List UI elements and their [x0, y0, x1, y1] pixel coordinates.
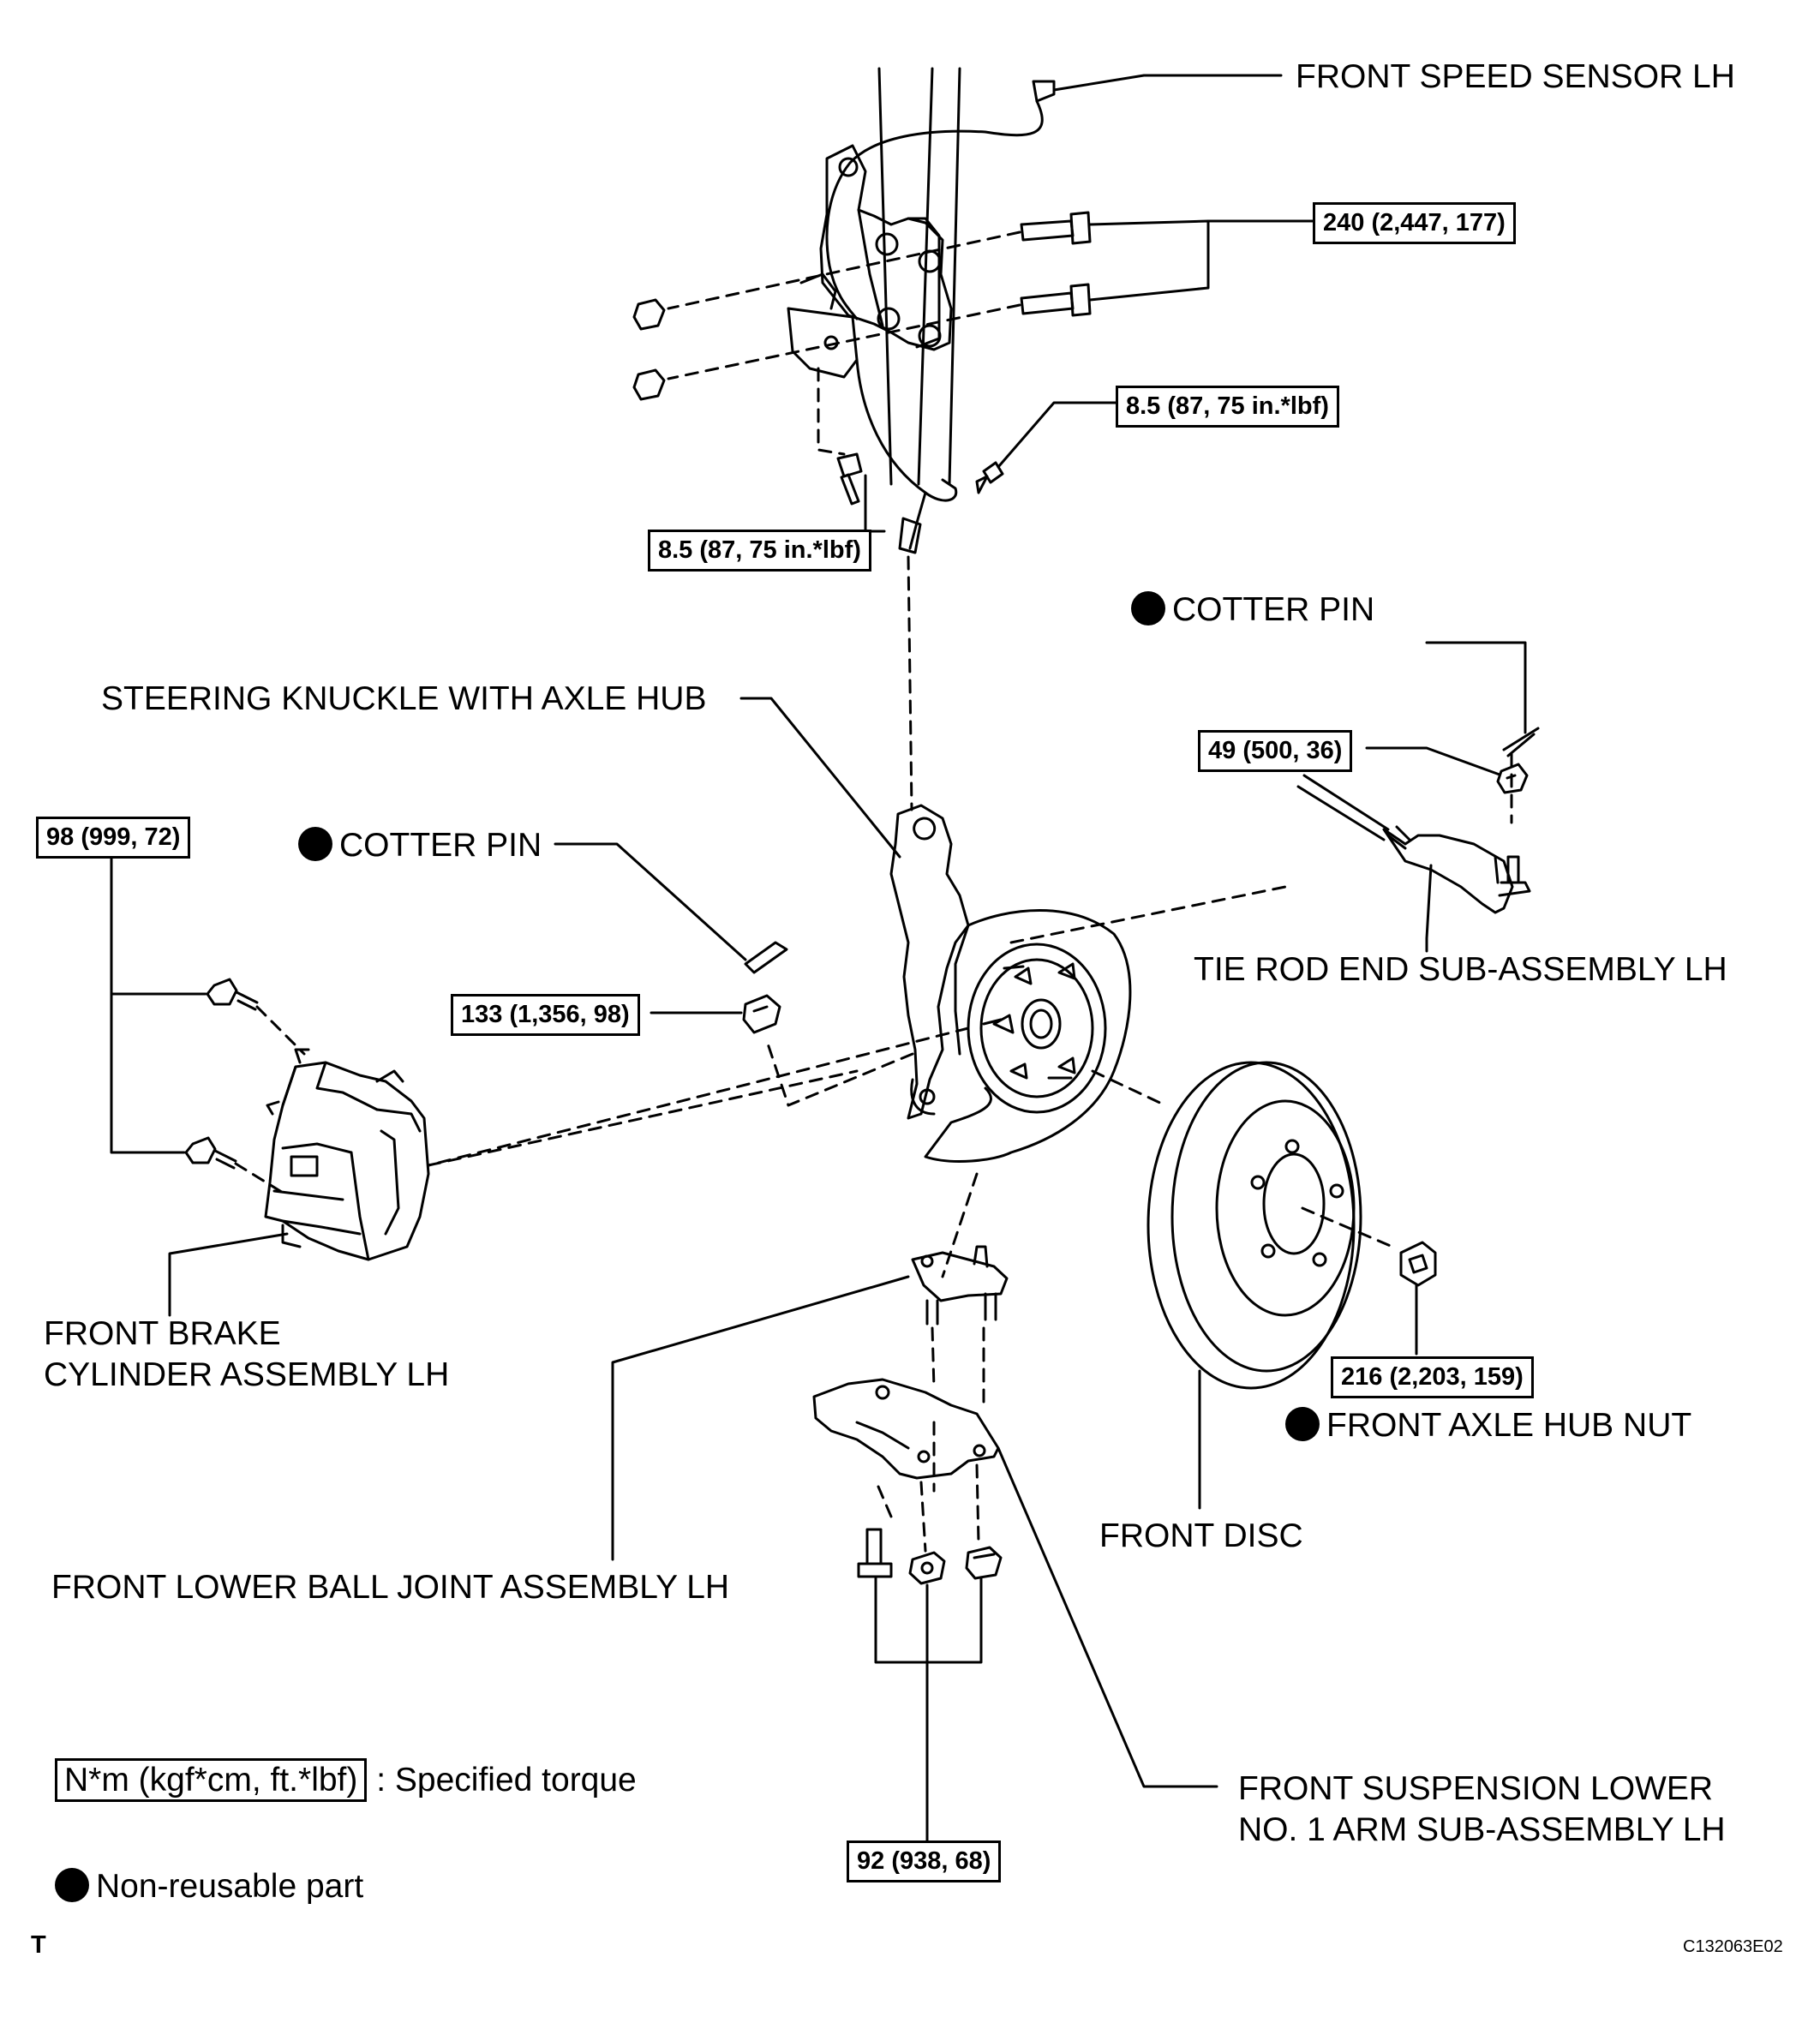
caliper-leader	[168, 1232, 289, 1317]
sensor-guides	[817, 367, 913, 811]
strut-bolt-guides	[667, 230, 1021, 380]
label-steering-knuckle: STEERING KNUCKLE WITH AXLE HUB	[101, 680, 707, 717]
torque-lower-arm-bolts: 92 (938, 68)	[847, 1840, 1002, 1882]
non-reusable-dot-icon	[298, 827, 332, 861]
lower-arm-drawing	[812, 1378, 1000, 1480]
strut-bolt-leader	[1088, 219, 1210, 302]
ball-joint-drawing	[911, 1245, 1009, 1326]
legend-non-reusable-text: Non-reusable part	[96, 1868, 364, 1905]
label-front-suspension-arm-2: NO. 1 ARM SUB-ASSEMBLY LH	[1238, 1811, 1726, 1848]
front-disc-drawing	[1146, 1061, 1362, 1390]
ball-joint-nut	[742, 994, 781, 1034]
lower-arm-guides	[877, 1463, 980, 1553]
axle-hub-nut	[1399, 1241, 1437, 1287]
cotter-pin-upper-text: COTTER PIN	[1172, 591, 1375, 628]
label-front-axle-hub-nut: FRONT AXLE HUB NUT	[1285, 1407, 1691, 1442]
sensor-bolt-leader-left	[864, 474, 886, 533]
steering-knuckle-drawing	[889, 804, 1132, 1163]
label-front-disc: FRONT DISC	[1099, 1517, 1303, 1554]
lower-cotter-pin	[744, 941, 788, 974]
torque-strut-bolts: 240 (2,447, 177)	[1313, 202, 1516, 244]
figure-code: C132063E02	[1683, 1937, 1783, 1956]
tie-rod-end-drawing	[1296, 774, 1531, 914]
tie-rod-nut-leader	[1365, 746, 1501, 776]
tie-rod-leader	[1425, 864, 1433, 953]
torque-sensor-bolt-right: 8.5 (87, 75 in.*lbf)	[1116, 386, 1339, 428]
lower-arm-leader	[997, 1446, 1218, 1788]
label-front-speed-sensor: FRONT SPEED SENSOR LH	[1296, 58, 1735, 95]
label-tie-rod-end: TIE ROD END SUB-ASSEMBLY LH	[1194, 951, 1727, 988]
legend-torque-desc: : Specified torque	[376, 1762, 637, 1799]
ball-joint-leader	[611, 1275, 910, 1561]
label-cotter-pin-upper: COTTER PIN	[1131, 591, 1374, 626]
caliper-bolts	[184, 978, 259, 1170]
legend-torque: N*m (kgf*cm, ft.*lbf) : Specified torque	[55, 1758, 637, 1802]
cotter-pin-lower-text: COTTER PIN	[339, 827, 542, 864]
disc-guide	[1301, 1206, 1394, 1248]
torque-caliper-bolts: 98 (999, 72)	[36, 817, 191, 859]
sensor-bolts	[836, 452, 1004, 506]
lower-arm-bolts	[857, 1528, 1003, 1585]
label-cotter-pin-lower: COTTER PIN	[298, 827, 542, 862]
torque-tie-rod-nut: 49 (500, 36)	[1198, 730, 1353, 772]
brake-caliper-drawing	[264, 1048, 430, 1261]
knuckle-guides	[427, 885, 1287, 1278]
non-reusable-dot-icon	[1131, 591, 1165, 625]
cotter-pin-leader-right	[1425, 641, 1527, 734]
speed-sensor-leader	[1052, 74, 1283, 92]
legend-torque-unit: N*m (kgf*cm, ft.*lbf)	[55, 1758, 368, 1802]
tie-rod-nut	[1496, 763, 1529, 794]
caliper-bolt-leader-lower	[110, 992, 186, 1154]
strut-drawing	[787, 67, 961, 486]
torque-ball-joint-nut: 133 (1,356, 98)	[451, 994, 640, 1036]
label-front-suspension-arm-1: FRONT SUSPENSION LOWER	[1238, 1770, 1714, 1807]
upper-cotter-pin	[1502, 727, 1540, 757]
strut-bolts	[632, 211, 1092, 401]
sensor-bolt-leader-right	[997, 401, 1124, 469]
knuckle-leader	[739, 697, 901, 859]
caliper-guides	[234, 1005, 306, 1197]
non-reusable-dot-icon	[55, 1868, 89, 1902]
label-front-brake-cylinder-2: CYLINDER ASSEMBLY LH	[44, 1356, 450, 1393]
footer-mark: T	[31, 1931, 46, 1959]
caliper-bolt-leader	[110, 855, 207, 996]
lower-cotter-leader	[554, 842, 747, 961]
legend-non-reusable: Non-reusable part	[55, 1868, 363, 1903]
label-front-brake-cylinder-1: FRONT BRAKE	[44, 1315, 281, 1352]
non-reusable-dot-icon	[1285, 1407, 1320, 1441]
torque-sensor-bolt-left: 8.5 (87, 75 in.*lbf)	[648, 530, 871, 572]
front-axle-hub-nut-text: FRONT AXLE HUB NUT	[1326, 1407, 1692, 1444]
torque-axle-hub-nut: 216 (2,203, 159)	[1331, 1356, 1534, 1398]
ball-joint-guides	[931, 1326, 985, 1493]
label-front-lower-ball-joint: FRONT LOWER BALL JOINT ASSEMBLY LH	[51, 1569, 730, 1606]
caliper-to-knuckle-guide	[427, 1069, 859, 1167]
